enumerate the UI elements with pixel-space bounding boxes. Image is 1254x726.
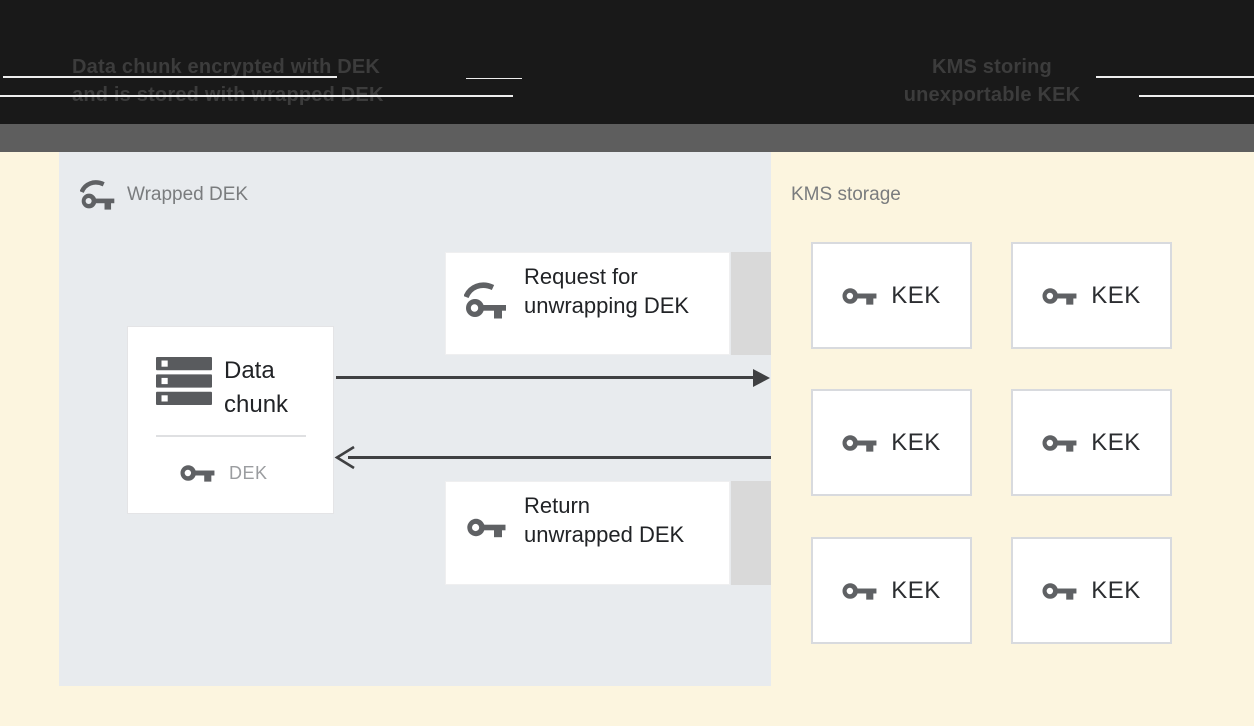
key-icon — [180, 461, 216, 485]
request-arrow-line — [336, 376, 756, 379]
left-caption-line1: Data chunk encrypted with DEK — [72, 56, 381, 78]
data-chunk-box: Data chunk DEK — [127, 326, 334, 514]
data-chunk-icon — [156, 357, 212, 405]
render-artifact-line — [3, 76, 337, 78]
kms-storage-label: KMS storage — [791, 184, 901, 206]
data-chunk-title-line1: Data — [224, 357, 275, 384]
request-box — [445, 252, 730, 355]
kek-box: KEK — [1011, 537, 1172, 644]
right-caption-line2: unexportable KEK — [903, 84, 1081, 106]
left-caption: Data chunk encrypted with DEK and is sto… — [72, 53, 384, 109]
right-caption-line1: KMS storing — [932, 56, 1052, 78]
data-chunk-title: Data chunk — [224, 354, 333, 422]
key-icon — [1042, 431, 1078, 455]
request-text-line2: unwrapping DEK — [524, 293, 690, 318]
key-icon — [842, 284, 878, 308]
return-box — [445, 481, 730, 585]
key-icon — [842, 579, 878, 603]
data-chunk-title-line2: chunk — [224, 391, 289, 418]
return-connector-strip — [731, 481, 771, 585]
right-caption: KMS storing unexportable KEK — [839, 53, 1145, 109]
kek-box: KEK — [811, 389, 972, 496]
request-connector-strip — [731, 252, 771, 355]
arrow-left-icon — [334, 445, 356, 470]
render-artifact-line — [1096, 76, 1254, 78]
request-box-text: Request for unwrapping DEK — [524, 262, 689, 320]
render-artifact-line — [0, 95, 513, 97]
wrapped-dek-label-text: Wrapped DEK — [127, 183, 249, 205]
return-text-line1: Return — [524, 493, 591, 518]
wrapped-key-icon — [80, 179, 116, 210]
wrapped-key-icon — [464, 281, 508, 319]
dek-label: DEK — [229, 462, 268, 483]
kek-label: KEK — [891, 281, 941, 309]
data-chunk-divider — [156, 435, 306, 437]
diagram-header: Data chunk encrypted with DEK and is sto… — [0, 0, 1254, 124]
kms-storage-label-text: KMS storage — [791, 184, 901, 205]
kek-box: KEK — [811, 537, 972, 644]
return-text-line2: unwrapped DEK — [524, 522, 685, 547]
key-icon — [1042, 579, 1078, 603]
kek-box: KEK — [1011, 389, 1172, 496]
gray-divider-band — [0, 124, 1254, 152]
kek-label: KEK — [891, 428, 941, 456]
dek-row: DEK — [180, 461, 268, 485]
kek-box: KEK — [1011, 242, 1172, 349]
return-box-text: Return unwrapped DEK — [524, 491, 684, 549]
kek-label: KEK — [1091, 428, 1141, 456]
kek-box: KEK — [811, 242, 972, 349]
key-icon — [1042, 284, 1078, 308]
key-icon — [842, 431, 878, 455]
return-arrow-line — [348, 456, 771, 459]
request-text-line1: Request for — [524, 264, 638, 289]
wrapped-dek-label: Wrapped DEK — [80, 179, 248, 210]
render-artifact-line — [466, 78, 522, 79]
key-icon — [467, 514, 507, 541]
kek-label: KEK — [891, 576, 941, 604]
kek-label: KEK — [1091, 576, 1141, 604]
render-artifact-line — [1139, 95, 1254, 97]
arrow-right-icon — [752, 368, 771, 388]
kek-label: KEK — [1091, 281, 1141, 309]
